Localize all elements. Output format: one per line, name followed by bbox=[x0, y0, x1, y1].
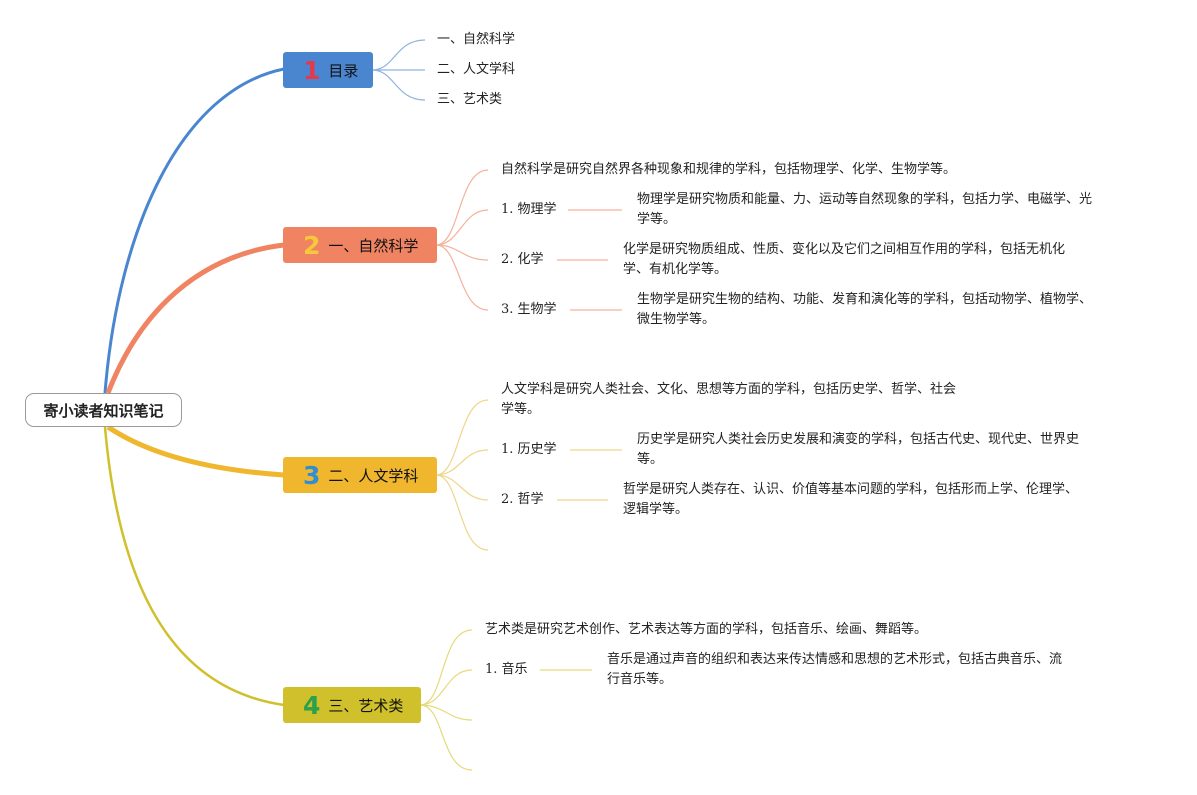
desc-line: 哲学是研究人类存在、认识、价值等基本问题的学科，包括形而上学、伦理学、 bbox=[623, 482, 1079, 497]
toc-item[interactable]: 二、人文学科 bbox=[437, 62, 516, 77]
branch-2-connector bbox=[105, 242, 285, 394]
root-label: 寄小读者知识笔记 bbox=[43, 401, 164, 420]
branch-label: 二、人文学科 bbox=[328, 466, 419, 485]
sub-label[interactable]: 1. 物理学 bbox=[501, 202, 557, 217]
number-2-icon: 2 bbox=[303, 230, 321, 260]
branch-4-connector bbox=[103, 426, 285, 707]
sub-description[interactable]: 哲学是研究人类存在、认识、价值等基本问题的学科，包括形而上学、伦理学、 逻辑学等… bbox=[623, 480, 1078, 520]
branch-node-humanities[interactable]: 3 二、人文学科 bbox=[283, 457, 437, 493]
branch-node-arts[interactable]: 4 三、艺术类 bbox=[283, 687, 421, 723]
desc-line: 逻辑学等。 bbox=[623, 502, 689, 517]
toc-item[interactable]: 一、自然科学 bbox=[437, 32, 516, 47]
intro-line: 学等。 bbox=[501, 402, 541, 417]
intro-text[interactable]: 艺术类是研究艺术创作、艺术表达等方面的学科，包括音乐、绘画、舞蹈等。 bbox=[485, 622, 928, 637]
branch-1-connector bbox=[103, 67, 285, 394]
desc-line: 音乐是通过声音的组织和表达来传达情感和思想的艺术形式，包括古典音乐、流 bbox=[607, 652, 1063, 667]
sub-description[interactable]: 生物学是研究生物的结构、功能、发育和演化等的学科，包括动物学、植物学、 微生物学… bbox=[637, 290, 1092, 330]
branch-2-child-lines bbox=[435, 169, 622, 311]
desc-line: 化学是研究物质组成、性质、变化以及它们之间相互作用的学科，包括无机化 bbox=[623, 242, 1066, 257]
sub-label[interactable]: 1. 音乐 bbox=[485, 662, 528, 677]
intro-text[interactable]: 自然科学是研究自然界各种现象和规律的学科，包括物理学、化学、生物学等。 bbox=[501, 162, 957, 177]
branch-3-child-lines bbox=[435, 399, 622, 551]
desc-line: 物理学是研究物质和能量、力、运动等自然现象的学科，包括力学、电磁学、光 bbox=[637, 192, 1093, 207]
branch-label: 三、艺术类 bbox=[328, 696, 404, 715]
desc-line: 行音乐等。 bbox=[607, 672, 673, 687]
sub-description[interactable]: 音乐是通过声音的组织和表达来传达情感和思想的艺术形式，包括古典音乐、流 行音乐等… bbox=[607, 650, 1062, 690]
sub-label[interactable]: 2. 化学 bbox=[501, 252, 544, 267]
desc-line: 等。 bbox=[637, 452, 664, 467]
toc-item[interactable]: 三、艺术类 bbox=[437, 92, 503, 107]
branch-node-contents[interactable]: 1 目录 bbox=[283, 52, 373, 88]
root-node[interactable]: 寄小读者知识笔记 bbox=[25, 393, 182, 427]
sub-description[interactable]: 化学是研究物质组成、性质、变化以及它们之间相互作用的学科，包括无机化 学、有机化… bbox=[623, 240, 1065, 280]
branch-1-child-lines bbox=[371, 39, 426, 101]
sub-label[interactable]: 3. 生物学 bbox=[501, 302, 557, 317]
branch-3-connector bbox=[106, 424, 285, 478]
desc-line: 学、有机化学等。 bbox=[623, 262, 728, 277]
branch-4-child-lines bbox=[419, 629, 592, 771]
number-1-icon: 1 bbox=[303, 55, 321, 85]
sub-description[interactable]: 历史学是研究人类社会历史发展和演变的学科，包括古代史、现代史、世界史 等。 bbox=[637, 430, 1079, 470]
sub-label[interactable]: 1. 历史学 bbox=[501, 442, 557, 457]
sub-description[interactable]: 物理学是研究物质和能量、力、运动等自然现象的学科，包括力学、电磁学、光 学等。 bbox=[637, 190, 1092, 230]
desc-line: 历史学是研究人类社会历史发展和演变的学科，包括古代史、现代史、世界史 bbox=[637, 432, 1080, 447]
intro-line: 人文学科是研究人类社会、文化、思想等方面的学科，包括历史学、哲学、社会 bbox=[501, 382, 957, 397]
sub-label[interactable]: 2. 哲学 bbox=[501, 492, 544, 507]
number-4-icon: 4 bbox=[303, 690, 321, 720]
branch-node-natural-science[interactable]: 2 一、自然科学 bbox=[283, 227, 437, 263]
intro-text[interactable]: 人文学科是研究人类社会、文化、思想等方面的学科，包括历史学、哲学、社会 学等。 bbox=[501, 380, 956, 420]
branch-label: 一、自然科学 bbox=[328, 236, 419, 255]
branch-label: 目录 bbox=[328, 61, 359, 80]
desc-line: 学等。 bbox=[637, 212, 677, 227]
number-3-icon: 3 bbox=[303, 460, 321, 490]
desc-line: 微生物学等。 bbox=[637, 312, 716, 327]
desc-line: 生物学是研究生物的结构、功能、发育和演化等的学科，包括动物学、植物学、 bbox=[637, 292, 1093, 307]
